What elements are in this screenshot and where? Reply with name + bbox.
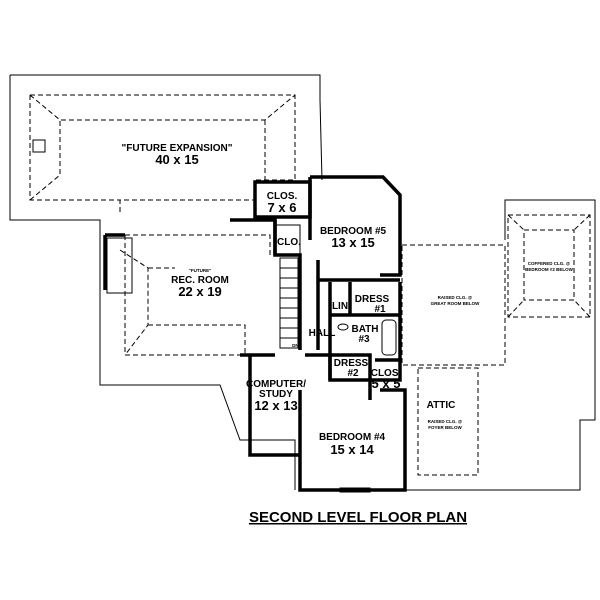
room-size: 22 x 19 [178, 284, 221, 299]
room-number: #2 [347, 368, 359, 379]
rec-room-walls [103, 218, 277, 357]
room-label: ATTIC [427, 400, 456, 411]
great-room-ceiling [401, 244, 506, 366]
ceiling-note: RAISED CLG. @ [428, 419, 463, 424]
plan-title: SECOND LEVEL FLOOR PLAN [249, 509, 467, 526]
room-note: "FUTURE" [189, 268, 212, 273]
room-label: STUDY [259, 389, 293, 400]
stairs [279, 257, 299, 349]
ceiling-note: BEDROOM #2 BELOW [525, 267, 574, 272]
coffered-ceiling [507, 214, 591, 318]
room-label: "FUTURE EXPANSION" [122, 143, 233, 154]
toilet [337, 323, 349, 331]
room-size: 15 x 14 [330, 442, 374, 457]
rec-room-ceiling [119, 234, 271, 356]
room-label: BEDROOM #4 [319, 432, 386, 443]
bathtub [381, 319, 397, 356]
room-label: CLOS. [371, 368, 402, 379]
future-expansion-ceiling [29, 94, 296, 215]
room-size: 12 x 13 [254, 398, 297, 413]
room-label: CLOS. [267, 191, 298, 202]
bedroom-4-window [339, 487, 371, 493]
room-size: 40 x 15 [155, 152, 198, 167]
room-size: 7 x 6 [268, 200, 297, 215]
room-label: BATH [351, 324, 378, 335]
room-label: HALL [309, 328, 336, 339]
rec-room-bay [106, 237, 133, 294]
room-label: COMPUTER/ [246, 379, 306, 390]
stair-label: DN. [292, 343, 300, 348]
room-label: DRESS [334, 358, 369, 369]
room-number: #1 [374, 304, 386, 315]
room-size: 13 x 15 [331, 235, 374, 250]
bath-cluster-walls [328, 282, 402, 400]
attic-area [417, 367, 479, 476]
room-label: DRESS [355, 294, 390, 305]
ceiling-note: GREAT ROOM BELOW [431, 301, 480, 306]
ceiling-note: RAISED CLG. @ [438, 295, 473, 300]
closet-clo [274, 224, 301, 256]
room-label: BEDROOM #5 [320, 226, 387, 237]
study-walls [248, 353, 407, 492]
room-label: LIN [332, 301, 348, 312]
room-number: #3 [358, 334, 370, 345]
ceiling-note: FOYER BELOW [428, 425, 462, 430]
room-label: CLO. [277, 237, 301, 248]
roof-outline [9, 74, 596, 491]
room-label: REC. ROOM [171, 275, 229, 286]
ceiling-note: COFFERED CLG. @ [528, 261, 571, 266]
room-size: 5 x 5 [372, 376, 401, 391]
dormer [32, 139, 46, 153]
